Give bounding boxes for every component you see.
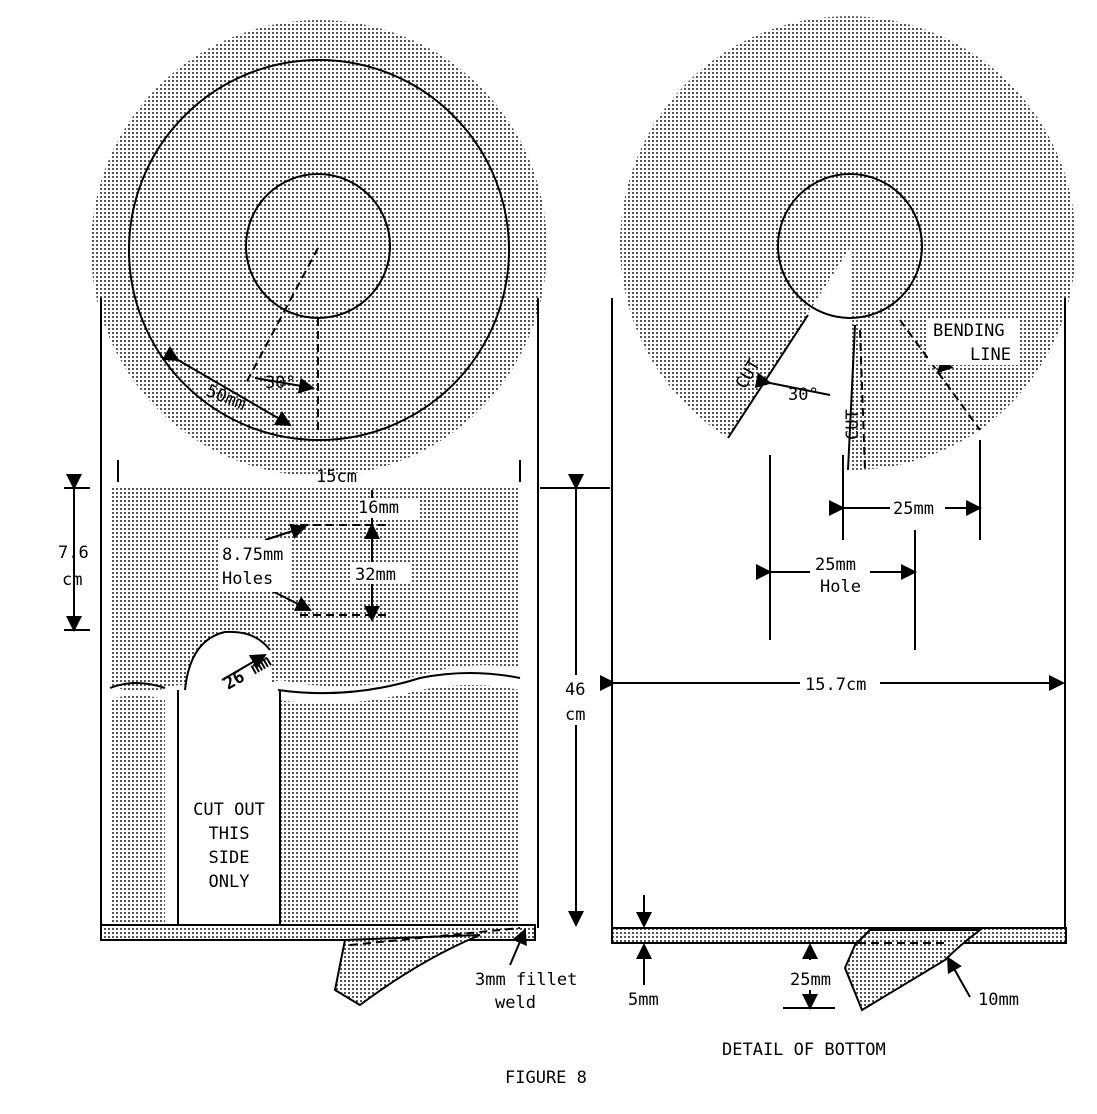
height-label-2: cm	[565, 705, 585, 725]
weld-label-1: 3mm fillet	[475, 970, 577, 990]
lip-label: 10mm	[978, 990, 1019, 1010]
right-disc	[600, 16, 1076, 1012]
cutout-label-2: THIS	[209, 824, 250, 844]
left-angle-label: 30°	[265, 373, 296, 393]
figure-title: FIGURE 8	[505, 1068, 587, 1088]
cutout-label-3: SIDE	[209, 848, 250, 868]
thickness-label: 5mm	[628, 990, 659, 1010]
right-angle-label: 30°	[788, 385, 819, 405]
cutout-label-4: ONLY	[209, 872, 250, 892]
left-width-label: 15cm	[316, 467, 357, 487]
weld-label-2: weld	[495, 993, 536, 1013]
bending-label-2: LINE	[970, 345, 1011, 365]
left-disc	[91, 20, 547, 476]
holes-label-1: 8.75mm	[222, 545, 283, 565]
left-body	[64, 298, 610, 1007]
offset-label: 25mm	[893, 499, 934, 519]
hole-spacing-label: 32mm	[355, 565, 396, 585]
right-width-label: 15.7cm	[805, 675, 866, 695]
holes-label-2: Holes	[222, 569, 273, 589]
hole-offset-label: 16mm	[358, 498, 399, 518]
cut-label-2: CUT	[843, 409, 863, 440]
panel-height-label-1: 7.6	[58, 543, 89, 563]
panel-height-label-2: cm	[62, 570, 82, 590]
hole-label-1: 25mm	[815, 555, 856, 575]
detail-caption: DETAIL OF BOTTOM	[722, 1040, 886, 1060]
hole-label-2: Hole	[820, 577, 861, 597]
height-label-1: 46	[565, 680, 585, 700]
depth-label: 25mm	[790, 970, 831, 990]
bending-label-1: BENDING	[933, 321, 1005, 341]
cutout-label-1: CUT OUT	[193, 800, 265, 820]
